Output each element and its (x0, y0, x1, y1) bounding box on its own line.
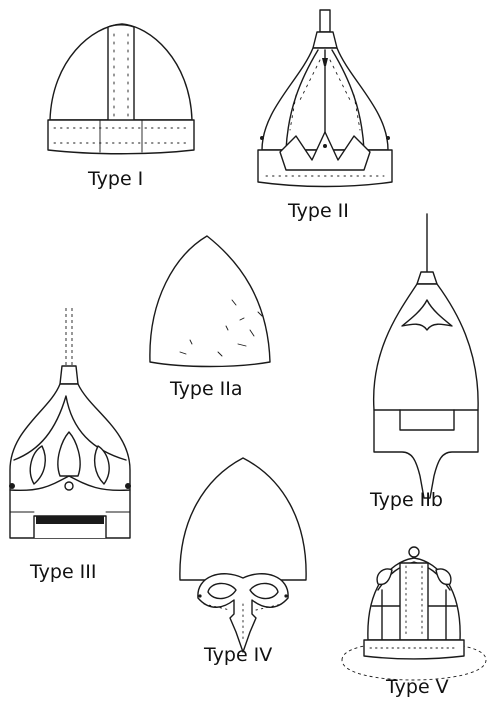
label-type-iib: Type IIb (370, 491, 443, 510)
helmet-type-iib-drawing (374, 214, 478, 498)
helmet-type-ii-drawing (258, 10, 392, 187)
helmet-type-v-drawing (342, 547, 486, 680)
label-type-i: Type I (88, 170, 143, 189)
label-type-iii: Type III (30, 563, 97, 582)
helmet-type-iia-drawing (150, 236, 270, 367)
helmet-type-iii-drawing (9, 308, 131, 538)
helmet-type-i-drawing (48, 24, 194, 154)
label-type-ii: Type II (288, 202, 349, 221)
label-type-v: Type V (386, 678, 449, 697)
label-type-iia: Type IIa (170, 380, 243, 399)
label-type-iv: Type IV (204, 646, 272, 665)
helmet-type-iv-drawing (180, 458, 306, 652)
